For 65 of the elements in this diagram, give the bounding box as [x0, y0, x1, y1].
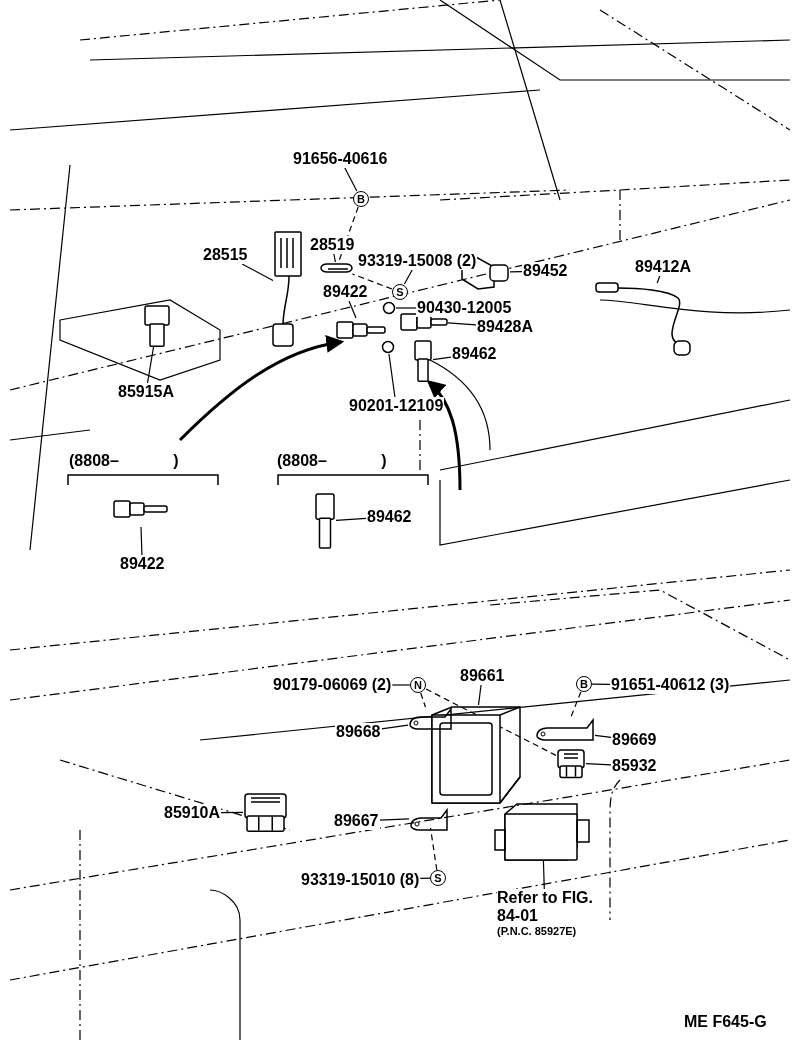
sensor-drawing — [336, 318, 386, 342]
leader-line — [333, 253, 336, 263]
leader-line — [569, 691, 582, 719]
relay-drawing — [556, 748, 586, 778]
fastener-symbol: S — [430, 870, 446, 886]
leader-line — [140, 526, 143, 556]
switch-drawing — [143, 305, 171, 347]
part-number: 93319-15010 (8) — [300, 871, 421, 889]
date-range-label: (8808– ) — [68, 452, 180, 470]
arrow — [178, 335, 345, 442]
leader-line — [220, 811, 244, 814]
switch-drawing — [314, 493, 336, 549]
leader-line — [335, 517, 367, 521]
leader-line — [378, 818, 410, 821]
fastener-symbol: S — [392, 284, 408, 300]
leader-line — [351, 273, 393, 290]
leader-line — [388, 353, 396, 398]
leader-line — [432, 356, 452, 361]
leader-line — [348, 300, 357, 319]
arrow — [426, 379, 462, 491]
leader-line — [146, 346, 155, 384]
leader-line — [338, 206, 359, 263]
leader-line — [395, 307, 417, 309]
connector-drawing — [273, 230, 305, 348]
fastener-symbol: B — [353, 191, 369, 207]
clip-drawing — [320, 262, 353, 274]
leader-line — [591, 683, 611, 685]
part-number: 91651-40612 (3) — [610, 676, 731, 694]
part-number: 93319-15008 (2) — [357, 252, 478, 270]
leader-line — [477, 684, 482, 706]
bracket-drawing — [409, 808, 449, 828]
part-number: 89667 — [333, 812, 380, 830]
leader-line — [420, 692, 427, 708]
part-number: 28515 — [202, 246, 249, 264]
leader-line — [594, 734, 612, 738]
module-drawing — [495, 800, 590, 860]
leader-line — [380, 724, 409, 730]
part-number: 89422 — [322, 283, 369, 301]
part-number: 91656-40616 — [292, 150, 389, 168]
part-number: 28519 — [309, 236, 356, 254]
fastener-symbol: N — [410, 677, 426, 693]
relay-drawing — [243, 792, 288, 832]
leader-line — [429, 827, 438, 871]
leader-line — [425, 688, 557, 756]
washer-drawing — [381, 340, 395, 354]
fastener-symbol: B — [576, 676, 592, 692]
leader-line — [391, 684, 411, 686]
leader-line — [447, 322, 477, 326]
leader-line — [419, 877, 431, 880]
leader-line — [656, 275, 661, 284]
part-number: 89412A — [634, 258, 693, 276]
leader-line — [403, 269, 413, 285]
leader-line — [344, 167, 358, 192]
switch-drawing — [413, 340, 433, 382]
leader-line — [509, 270, 523, 273]
date-range-label: (8808– ) — [276, 452, 388, 470]
reference-text: Refer to FIG. 84-01 — [497, 889, 593, 925]
washer-drawing — [382, 301, 396, 315]
reference-note: (P.N.C. 85927E) — [497, 925, 578, 937]
leader-line — [585, 763, 612, 766]
leader-line — [542, 859, 545, 890]
part-number: 90430-12005 — [416, 299, 513, 317]
part-number: 90179-06069 (2) — [272, 676, 393, 694]
leader-line — [241, 263, 274, 282]
oxygen-sensor-drawing — [596, 283, 691, 358]
